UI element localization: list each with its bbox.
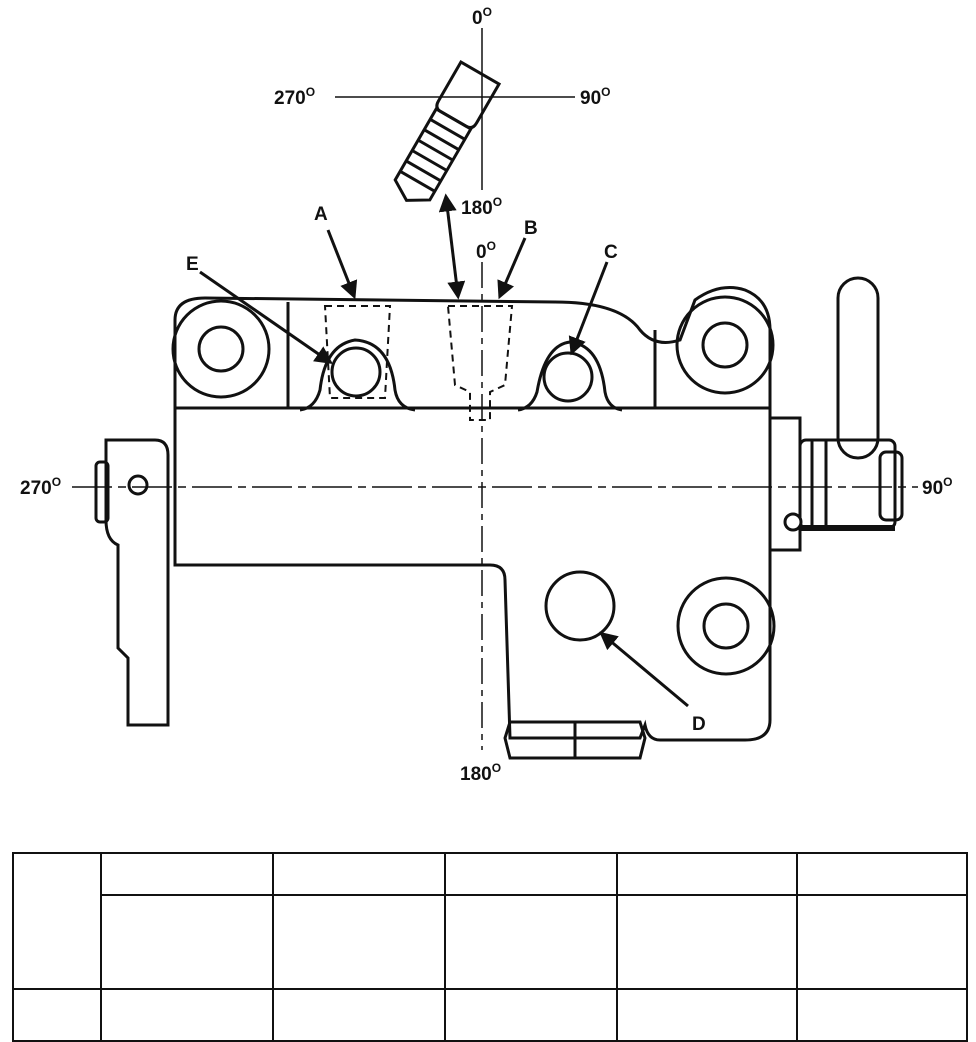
table-cell (444, 894, 618, 990)
table-row (13, 894, 968, 990)
angle-body-right: 90O (922, 475, 952, 499)
table-cell (444, 852, 618, 896)
mounting-holes (171, 295, 776, 676)
angle-fitting-top: 0O (472, 5, 492, 29)
callout-e: E (186, 254, 199, 275)
angle-body-bottom: 180O (460, 761, 501, 785)
angle-body-top: 0O (476, 239, 496, 263)
table-cell (616, 852, 798, 896)
angle-fitting-left: 270O (274, 85, 315, 109)
callout-a: A (314, 204, 328, 225)
table-cell (616, 894, 798, 990)
callout-d: D (692, 714, 706, 735)
table-cell (796, 988, 968, 1042)
table-row (12, 852, 968, 990)
angle-body-left: 270O (20, 475, 61, 499)
table-cell (796, 852, 968, 896)
table-cell (272, 852, 446, 896)
table-cell (100, 988, 274, 1042)
table-cell (444, 988, 618, 1042)
callout-arrows (199, 193, 689, 708)
angle-fitting-bottom: 180O (461, 195, 502, 219)
fitting (393, 59, 502, 202)
angle-fitting-right: 90O (580, 85, 610, 109)
table-cell (272, 988, 446, 1042)
spec-table (12, 852, 968, 1042)
valve-body (173, 286, 772, 760)
callout-b: B (524, 218, 538, 239)
table-cell (272, 894, 446, 990)
table-cell (100, 852, 274, 896)
right-valve-assembly (768, 276, 904, 552)
hidden-ports (323, 305, 514, 421)
table-cell (100, 894, 274, 990)
table-row (12, 988, 968, 1042)
table-cell (12, 988, 102, 1042)
valve-body-diagram: A B C D E 0O 270O 90O 180O 0O 270O 90O 1… (20, 5, 952, 785)
reference-axes (72, 28, 918, 750)
table-cell (616, 988, 798, 1042)
table-cell (12, 852, 102, 990)
callout-c: C (604, 242, 618, 263)
table-cell (796, 894, 968, 990)
left-lever-arm (94, 438, 170, 727)
